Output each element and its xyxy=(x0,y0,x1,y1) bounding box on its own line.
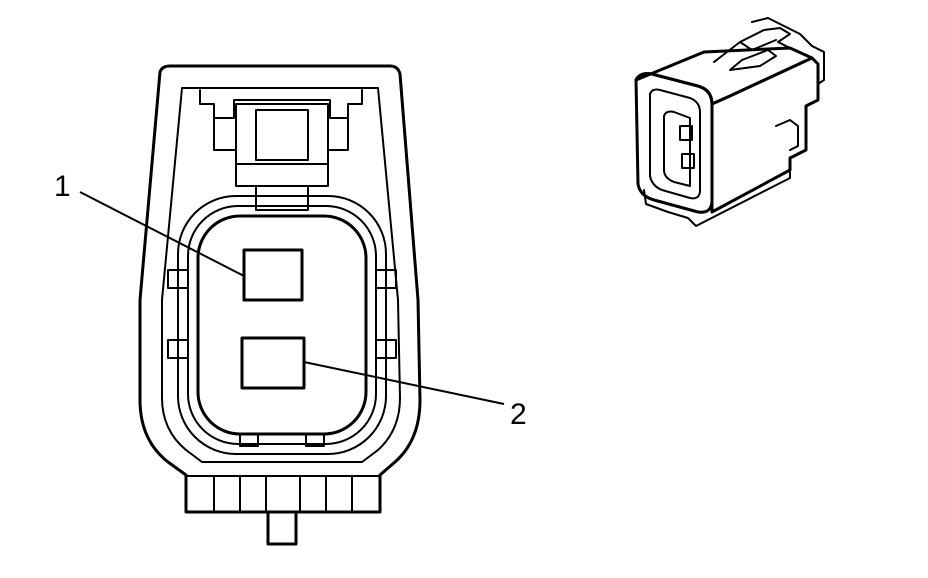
leader-line-1 xyxy=(79,191,245,277)
iso-latch xyxy=(713,27,791,71)
side-key-right-bottom xyxy=(375,339,397,359)
iso-side-notch xyxy=(775,119,799,151)
connector-outer-body xyxy=(138,64,422,514)
iso-bottom-edge xyxy=(643,169,791,227)
terminal-2 xyxy=(240,336,306,390)
latch-tab xyxy=(255,109,309,161)
iso-inner-cavity xyxy=(663,110,691,187)
seal-ring-outer xyxy=(177,195,387,455)
terminal-1 xyxy=(242,248,304,302)
connector-face-view xyxy=(138,64,422,546)
bottom-post xyxy=(266,510,298,546)
iso-latch-ridge xyxy=(751,17,825,85)
latch-opening xyxy=(235,103,329,165)
callout-leaders xyxy=(79,191,505,405)
latch-housing xyxy=(199,89,363,119)
side-key-left-bottom xyxy=(167,339,189,359)
latch-neck xyxy=(255,185,309,211)
bottom-key-slot xyxy=(239,433,325,447)
iso-terminal-2 xyxy=(681,153,695,169)
seal-ring-middle xyxy=(187,205,377,445)
side-key-right-top xyxy=(375,269,397,289)
iso-side-face xyxy=(710,56,820,214)
callout-label-1: 1 xyxy=(54,170,71,203)
leader-line-2 xyxy=(303,361,505,405)
side-key-left-top xyxy=(167,269,189,289)
callout-label-2: 2 xyxy=(510,398,527,431)
connector-inner-frame xyxy=(161,87,401,463)
bottom-tabs xyxy=(185,475,381,513)
terminal-cavity xyxy=(196,214,368,436)
iso-terminal-1 xyxy=(679,125,693,141)
connector-isometric-view xyxy=(634,17,825,227)
iso-front-recess xyxy=(649,88,701,200)
